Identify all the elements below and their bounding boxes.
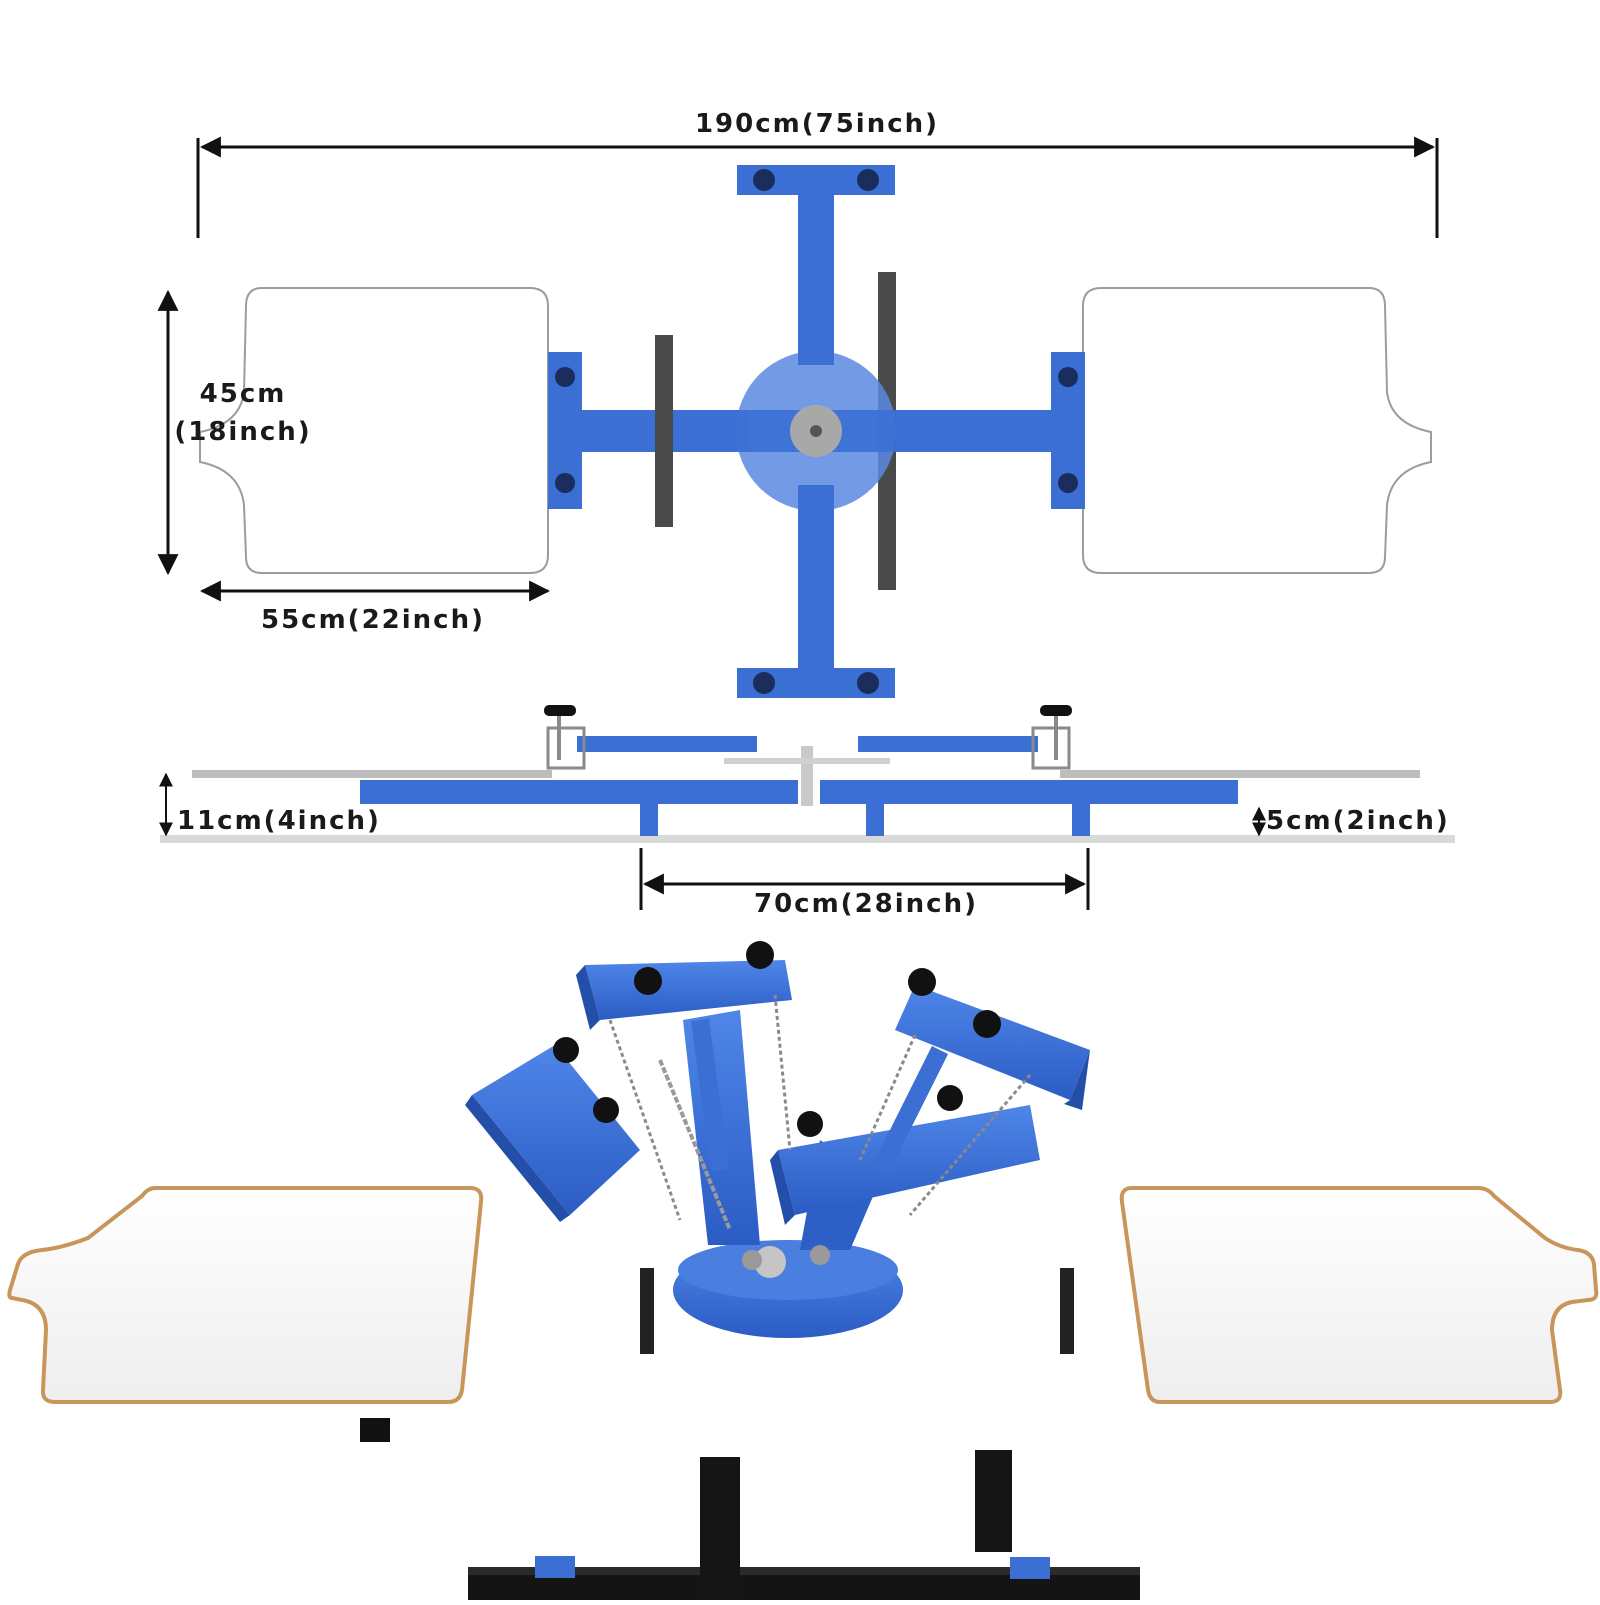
strut-right: [871, 1045, 949, 1175]
right-clamp-knob-bottom: [1058, 473, 1078, 493]
knob-front-2: [937, 1085, 963, 1111]
hub-pivot-left: [742, 1250, 762, 1270]
side-center-post: [801, 746, 813, 806]
left-bracket-post: [640, 1268, 654, 1354]
right-platen-outline: [1082, 287, 1432, 574]
platen-width-label: 55cm(22inch): [261, 605, 485, 635]
side-right-clamp-knob: [1040, 705, 1072, 716]
side-base-bar-right: [820, 780, 1238, 804]
platen-height-label-inch: (18inch): [174, 417, 311, 447]
base-foot-left: [360, 1418, 390, 1442]
chain-left-1: [608, 1019, 682, 1221]
bottom-clamp-knob-left: [753, 672, 775, 694]
left-support-rail: [655, 335, 673, 527]
top-clamp-knob-right: [857, 169, 879, 191]
right-clamp-knob-top: [1058, 367, 1078, 387]
side-right-screen-arm: [858, 736, 1038, 752]
hub-base-top: [678, 1240, 898, 1300]
right-bracket-post: [1060, 1268, 1074, 1354]
side-left-screen-arm: [577, 736, 757, 752]
side-center-crossbar: [724, 758, 890, 764]
chain-right-2: [858, 1034, 917, 1161]
chain-front: [908, 1074, 1032, 1216]
hub-center-bolt: [754, 1246, 786, 1278]
side-left-clamp-body: [546, 726, 586, 770]
top-clamp-knob-left: [753, 169, 775, 191]
front-screen-holder: [778, 1105, 1040, 1215]
leg-span-label: 70cm(28inch): [754, 889, 978, 919]
right-upper-screen-holder-lip: [1064, 1050, 1090, 1110]
knob-left-lower: [593, 1097, 619, 1123]
knob-right-upper-2: [973, 1010, 1001, 1038]
side-view: 11cm(4inch) 5cm(2inch) 70cm(28inch): [159, 705, 1455, 919]
ground-line: [160, 835, 1455, 843]
front-leg-left: [700, 1457, 740, 1605]
knob-right-upper-1: [908, 968, 936, 996]
base-beam: [468, 1573, 1140, 1605]
right-pallet-bracket: [1010, 1557, 1050, 1579]
front-leg-right: [975, 1450, 1012, 1552]
product-illustration: [7, 941, 1599, 1605]
side-leg-left: [640, 804, 658, 836]
left-board: [7, 1186, 484, 1404]
top-screen-holder-lip: [576, 965, 600, 1030]
base-height-label: 5cm(2inch): [1266, 806, 1450, 836]
knob-left-upper: [553, 1037, 579, 1063]
front-screen-holder-lip: [770, 1150, 795, 1225]
base-beam-top: [468, 1567, 1140, 1575]
knob-top-right: [746, 941, 774, 969]
side-leg-center: [866, 804, 884, 836]
hub-bolt-inner: [810, 425, 822, 437]
vertical-arm-top: [798, 195, 834, 365]
knob-front-1: [797, 1111, 823, 1137]
platen-height-label-cm: 45cm: [200, 379, 287, 409]
left-clamp-knob-bottom: [555, 473, 575, 493]
side-leg-right: [1072, 804, 1090, 836]
side-left-clamp-knob: [544, 705, 576, 716]
top-view: 190cm(75inch): [157, 109, 1439, 698]
left-screen-holder-lip: [465, 1095, 570, 1222]
top-screen-holder: [585, 960, 792, 1020]
side-base-bar-left: [360, 780, 798, 804]
side-right-platen: [1060, 770, 1420, 778]
left-pallet-bracket: [535, 1556, 575, 1578]
vertical-arm-bottom: [798, 485, 834, 670]
bottom-clamp-knob-right: [857, 672, 879, 694]
chain-left-2: [658, 1059, 732, 1231]
total-width-label: 190cm(75inch): [695, 109, 939, 139]
side-right-clamp-body: [1031, 726, 1071, 770]
right-board: [1119, 1186, 1599, 1404]
strut-top: [691, 1018, 729, 1172]
total-height-label: 11cm(4inch): [177, 806, 381, 836]
left-screen-holder: [472, 1045, 640, 1215]
knob-top-left: [634, 967, 662, 995]
hub-pivot-right: [810, 1245, 830, 1265]
right-upper-screen-holder: [895, 985, 1090, 1100]
chain-right-1: [773, 994, 792, 1151]
side-left-platen: [192, 770, 552, 778]
left-clamp-knob-top: [555, 367, 575, 387]
